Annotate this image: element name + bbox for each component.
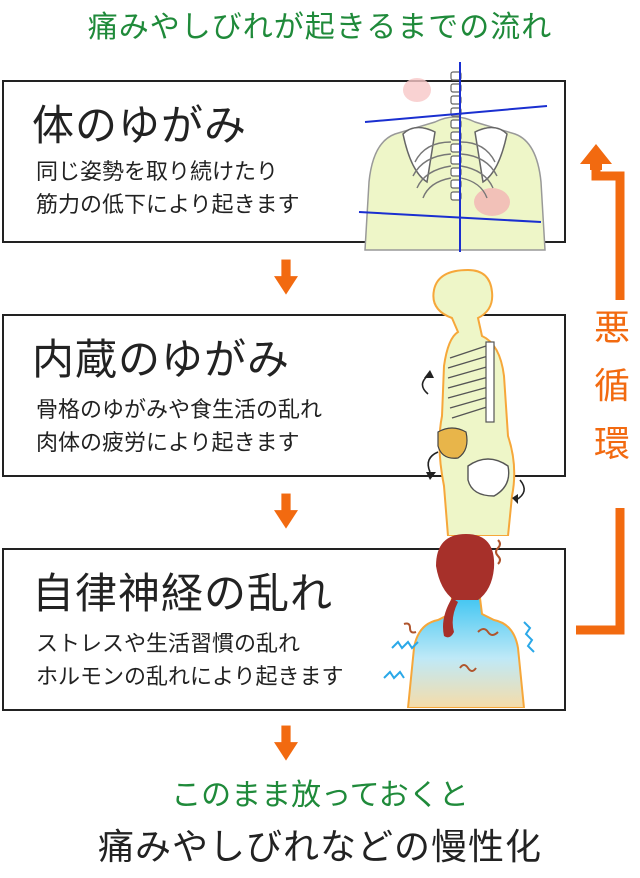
step-heading: 内蔵のゆがみ — [32, 335, 291, 384]
down-arrow-icon — [274, 725, 298, 761]
step-description-line: 肉体の疲労により起きます — [36, 431, 300, 456]
side-body-organs-illustration — [421, 268, 525, 536]
cycle-char: 循 — [593, 366, 630, 407]
step-description: 同じ姿勢を取り続けたり 筋力の低下により起きます — [36, 156, 300, 222]
step-description-line: 同じ姿勢を取り続けたり — [36, 160, 279, 185]
step-description-line: 筋力の低下により起きます — [36, 193, 300, 218]
step-description-line: ホルモンの乱れにより起きます — [36, 665, 344, 690]
cycle-char: 環 — [593, 424, 630, 465]
down-arrow-icon — [274, 493, 298, 529]
conclusion-result: 痛みやしびれなどの慢性化 — [97, 827, 542, 868]
back-skeleton-illustration — [358, 62, 548, 252]
down-arrow-icon — [274, 259, 298, 295]
cycle-bracket-icon — [576, 144, 625, 635]
vicious-cycle-label: 悪 循 環 — [588, 300, 636, 474]
step-description: ストレスや生活習慣の乱れ ホルモンの乱れにより起きます — [36, 628, 344, 694]
step-heading: 自律神経の乱れ — [32, 569, 334, 618]
cycle-char: 悪 — [593, 308, 630, 349]
woman-back-illustration — [383, 534, 535, 708]
page-title: 痛みやしびれが起きるまでの流れ — [87, 10, 553, 45]
step-description-line: 骨格のゆがみや食生活の乱れ — [36, 398, 323, 423]
step-description-line: ストレスや生活習慣の乱れ — [36, 632, 301, 657]
step-description: 骨格のゆがみや食生活の乱れ 肉体の疲労により起きます — [36, 394, 322, 460]
step-heading: 体のゆがみ — [32, 101, 248, 150]
conclusion-lead: このまま放っておくと — [171, 778, 469, 813]
